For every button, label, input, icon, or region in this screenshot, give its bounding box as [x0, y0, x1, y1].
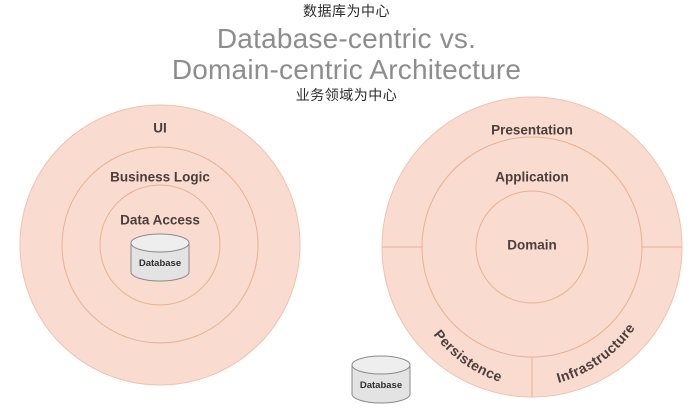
cylinder-body: [130, 242, 190, 282]
cylinder-label: Database: [360, 380, 402, 391]
cylinder-body: [351, 364, 411, 404]
cylinder-label: Database: [139, 258, 181, 269]
cylinder-top: [130, 233, 190, 253]
database-cylinder-left: Database: [130, 233, 190, 282]
right-diagram-rings: [381, 96, 683, 398]
database-cylinder-bottom: Database: [351, 355, 411, 404]
ring-domain: [475, 190, 589, 304]
cylinder-top: [351, 355, 411, 375]
